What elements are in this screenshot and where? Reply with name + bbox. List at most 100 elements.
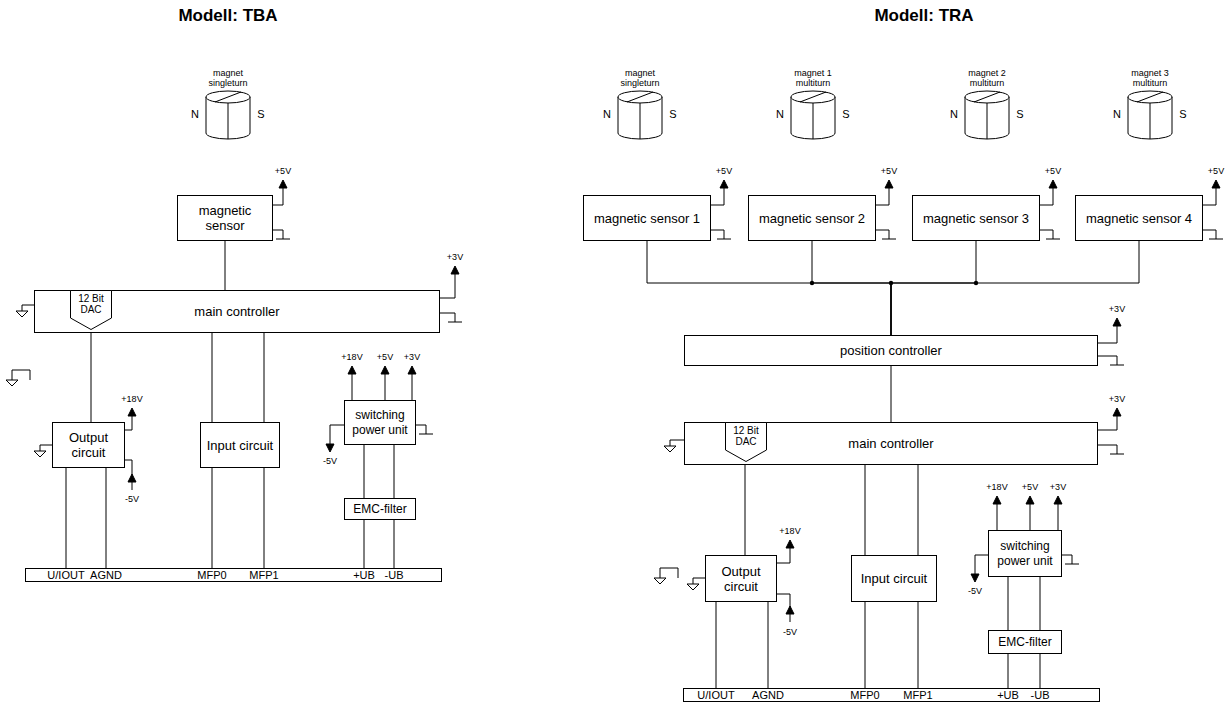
terminal-label: -UB (1031, 689, 1050, 701)
magnet-divide (640, 103, 641, 139)
block-box: main controller 12 Bit DAC (684, 422, 1098, 465)
magnet-body (618, 97, 662, 139)
block-label: magnet 1 multiturn (765, 68, 861, 88)
magnet-cylinder: magnet 2 multiturnNS (939, 68, 1035, 142)
signal-wire (716, 602, 717, 688)
supply-arrow (1049, 180, 1057, 188)
ground-wire (1098, 356, 1117, 365)
block-label: 12 Bit DAC (725, 425, 767, 447)
signal-wire (264, 333, 265, 422)
ground-symbol (448, 322, 462, 323)
signal-wire (891, 241, 976, 335)
pole-label: N (190, 108, 200, 121)
voltage-label: -5V (125, 494, 139, 505)
block-box: magnetic sensor 4 (1075, 195, 1203, 241)
supply-wire (440, 273, 455, 298)
supply-wire (1098, 325, 1117, 343)
block-box: Input circuit (851, 555, 937, 602)
ground-wire (693, 578, 705, 584)
ground-symbol (1065, 564, 1079, 565)
ground-wire (416, 425, 426, 434)
block-label: main controller (848, 436, 933, 451)
ground-wire (711, 230, 724, 239)
voltage-label: +5V (1208, 166, 1224, 177)
supply-arrow (128, 408, 136, 416)
terminal-label: MFP1 (903, 689, 932, 701)
voltage-label: +5V (1045, 166, 1061, 177)
voltage-label: +3V (1109, 304, 1125, 315)
supply-arrow (1113, 318, 1121, 326)
ground-wire (876, 230, 889, 239)
terminal-label: +UB (997, 689, 1019, 701)
ground-symbol (1046, 239, 1060, 240)
magnet-divide (1137, 92, 1163, 102)
ground-symbol (1110, 365, 1124, 366)
block-box: magnetic sensor 3 (912, 195, 1040, 241)
supply-wire (125, 415, 132, 430)
pole-label: N (1112, 108, 1122, 121)
block-label: magnet 2 multiturn (939, 68, 1035, 88)
supply-arrow (326, 444, 334, 452)
signal-ground-symbol (687, 584, 699, 590)
ground-wire (1062, 555, 1072, 564)
ground-wire (40, 445, 52, 451)
supply-wire (412, 373, 413, 400)
dac-pentagon: 12 Bit DAC (70, 290, 112, 330)
ground-wire (1040, 230, 1053, 239)
magnet-divide (228, 103, 229, 139)
block-label: magnetic sensor (182, 203, 268, 233)
chassis-ground-symbol (654, 578, 666, 584)
supply-arrow (128, 474, 136, 482)
signal-wire (212, 468, 213, 568)
pole-label: S (841, 108, 851, 121)
block-label: magnetic sensor 4 (1086, 211, 1192, 226)
ground-symbol (276, 239, 290, 240)
supply-wire (876, 187, 889, 205)
ground-symbol (419, 434, 433, 435)
block-label: main controller (194, 304, 279, 319)
signal-wire (918, 465, 919, 555)
supply-arrow (408, 366, 416, 374)
supply-arrow (786, 540, 794, 548)
magnet-cylinder: magnet 3 multiturnNS (1102, 68, 1198, 142)
chassis-ground-wire (12, 370, 30, 380)
ground-wire (1098, 445, 1117, 454)
supply-arrow (720, 180, 728, 188)
voltage-label: +5V (1022, 482, 1038, 493)
magnet-drawing (790, 90, 836, 140)
magnet-body (791, 97, 835, 139)
signal-wire (1040, 654, 1041, 688)
voltage-label: -5V (323, 456, 337, 467)
ground-symbol (717, 239, 731, 240)
supply-wire (777, 594, 790, 622)
magnet-divide (987, 103, 988, 139)
ground-symbol (882, 239, 896, 240)
signal-wire (91, 330, 92, 422)
signal-wire (212, 333, 213, 422)
block-label: magnet singleturn (592, 68, 688, 88)
dac-pentagon: 12 Bit DAC (725, 422, 767, 462)
terminal-label: +UB (353, 569, 375, 581)
dac-pentagon (726, 423, 767, 462)
magnet-cylinder: magnet singleturnNS (592, 68, 688, 142)
terminal-label: U/IOUT (47, 569, 84, 581)
terminal-label: MFP0 (197, 569, 226, 581)
signal-wire (364, 520, 365, 568)
terminal-strip: U/IOUTAGNDMFP0MFP1+UB-UB (25, 568, 442, 582)
block-label: 12 Bit DAC (70, 293, 112, 315)
block-box: magnetic sensor 1 (583, 195, 711, 241)
block-box: EMC-filter (988, 630, 1062, 654)
chassis-ground-symbol (6, 380, 18, 386)
supply-wire (1203, 187, 1216, 205)
magnet-divide (215, 92, 241, 102)
ground-symbol (1209, 239, 1223, 240)
signal-wire (865, 602, 866, 688)
supply-arrow (279, 180, 287, 188)
terminal-label: -UB (385, 569, 404, 581)
magnet-divide (974, 92, 1000, 102)
voltage-label: +5V (275, 166, 291, 177)
signal-wire (66, 468, 67, 568)
voltage-label: +5V (881, 166, 897, 177)
ground-wire (22, 305, 34, 311)
